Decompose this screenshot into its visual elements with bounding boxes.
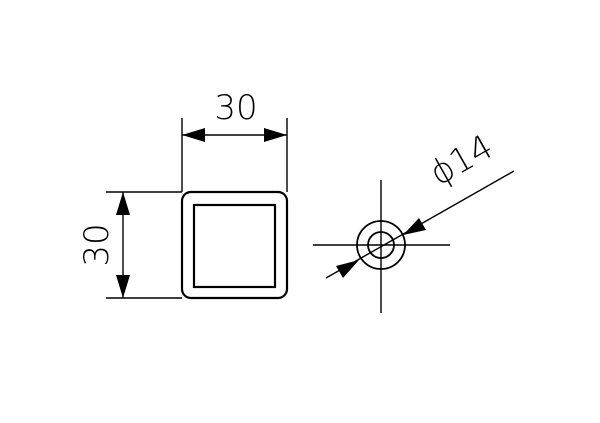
width-dimension-label: 30 (214, 88, 257, 128)
width-dimension: 30 (181, 88, 288, 192)
height-dimension: 30 (77, 191, 182, 299)
hole-outer-circle (356, 220, 406, 270)
height-dimension-label: 30 (77, 223, 117, 266)
width-arrow-right (264, 128, 287, 142)
diameter-arrow-upper (403, 218, 426, 235)
diameter-dimension: ϕ14 (325, 127, 515, 279)
square-tube-view (180, 190, 289, 300)
height-arrow-top (116, 192, 130, 215)
height-arrow-bottom (116, 275, 130, 298)
diameter-arrow-lower (336, 260, 359, 278)
tube-inner-profile (192, 203, 277, 289)
hole-view (313, 180, 450, 313)
diameter-dimension-label: ϕ14 (423, 127, 500, 194)
width-arrow-left (182, 128, 205, 142)
hole-inner-circle (367, 231, 395, 259)
tube-outer-profile (180, 190, 289, 300)
